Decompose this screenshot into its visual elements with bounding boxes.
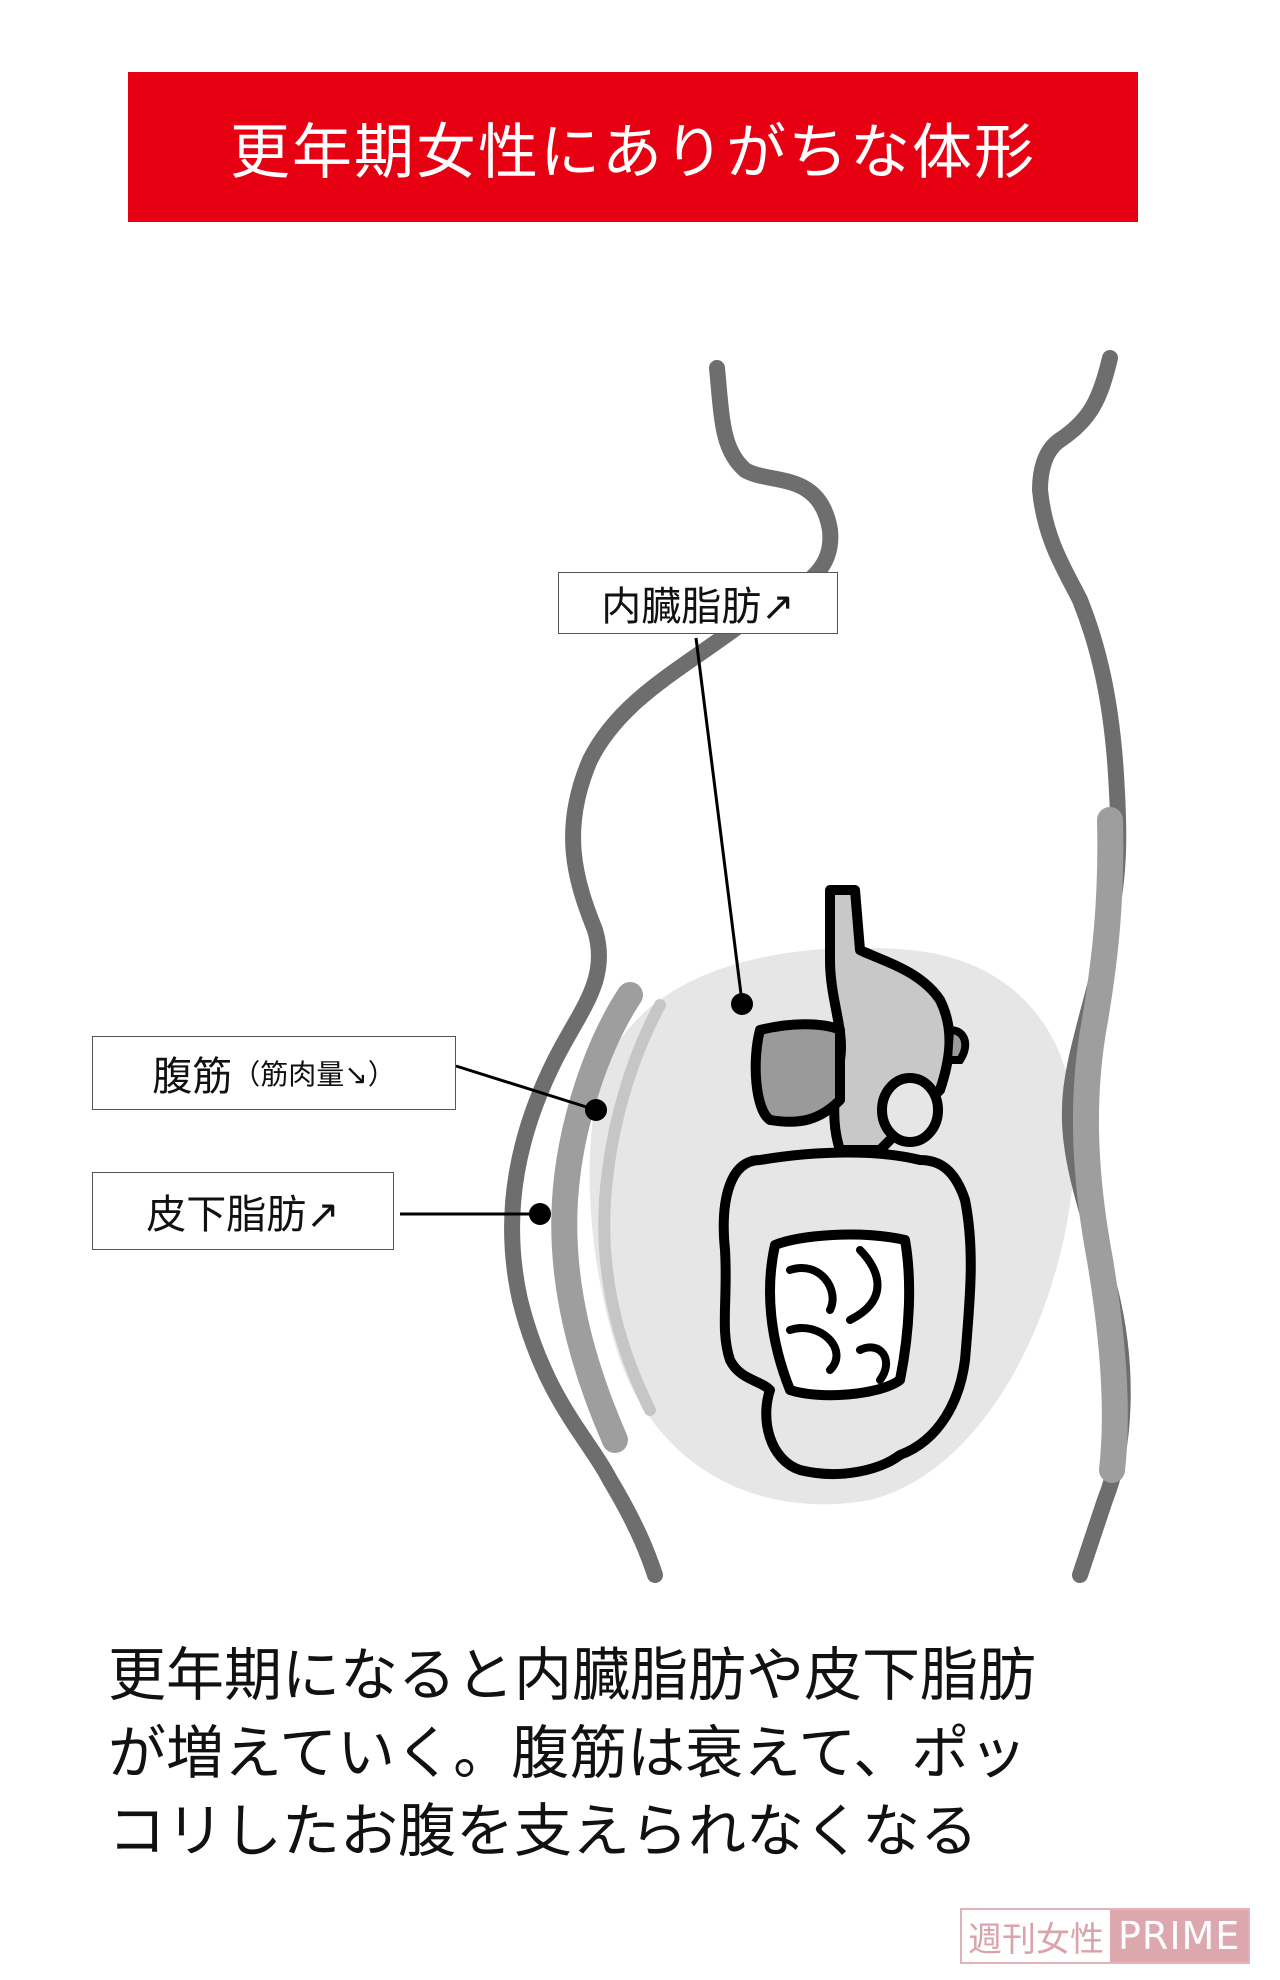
label-abdominal-muscle-text: 腹筋 bbox=[152, 1054, 233, 1100]
abs-leader-line bbox=[455, 1064, 597, 1112]
caption-line-2: が増えていく。腹筋は衰えて、ポッ bbox=[108, 1719, 1028, 1787]
abs-leader-dot bbox=[585, 1099, 607, 1121]
label-subcutaneous-fat-text: 皮下脂肪↗ bbox=[146, 1192, 340, 1238]
abdominal-muscle-left bbox=[598, 999, 666, 1416]
visceral-leader-line bbox=[694, 637, 744, 1003]
label-visceral-fat-text: 内臓脂肪↗ bbox=[601, 584, 795, 630]
caption-line-3: コリしたお腹を支えられなくなる bbox=[108, 1797, 979, 1865]
title-banner: 更年期女性にありがちな体形 bbox=[128, 72, 1138, 222]
logo-jp-text: 週刊女性 bbox=[962, 1910, 1110, 1962]
caption: 更年期になると内臓脂肪や皮下脂肪 が増えていく。腹筋は衰えて、ポッ コリしたお腹… bbox=[108, 1636, 1228, 1870]
subcutaneous-fat-right bbox=[1072, 807, 1128, 1483]
visceral-leader-dot bbox=[731, 993, 753, 1015]
caption-line-1: 更年期になると内臓脂肪や皮下脂肪 bbox=[108, 1641, 1037, 1709]
label-subcutaneous-fat: 皮下脂肪↗ bbox=[92, 1172, 394, 1250]
label-visceral-fat: 内臓脂肪↗ bbox=[558, 572, 838, 634]
spleen bbox=[943, 1025, 970, 1064]
subcutaneous-fat-left bbox=[551, 982, 643, 1453]
label-abdominal-muscle-note: （筋肉量↘） bbox=[232, 1058, 396, 1091]
subcut-leader-dot bbox=[529, 1203, 551, 1225]
label-abdominal-muscle: 腹筋 （筋肉量↘） bbox=[92, 1036, 456, 1110]
duodenum bbox=[877, 1073, 943, 1147]
publisher-logo: 週刊女性 PRIME bbox=[960, 1908, 1251, 1964]
logo-en-text: PRIME bbox=[1110, 1910, 1249, 1962]
body-illustration bbox=[400, 350, 1131, 1583]
liver bbox=[750, 1019, 845, 1127]
body-outline-left bbox=[504, 360, 839, 1583]
title-text: 更年期女性にありがちな体形 bbox=[230, 117, 1036, 188]
